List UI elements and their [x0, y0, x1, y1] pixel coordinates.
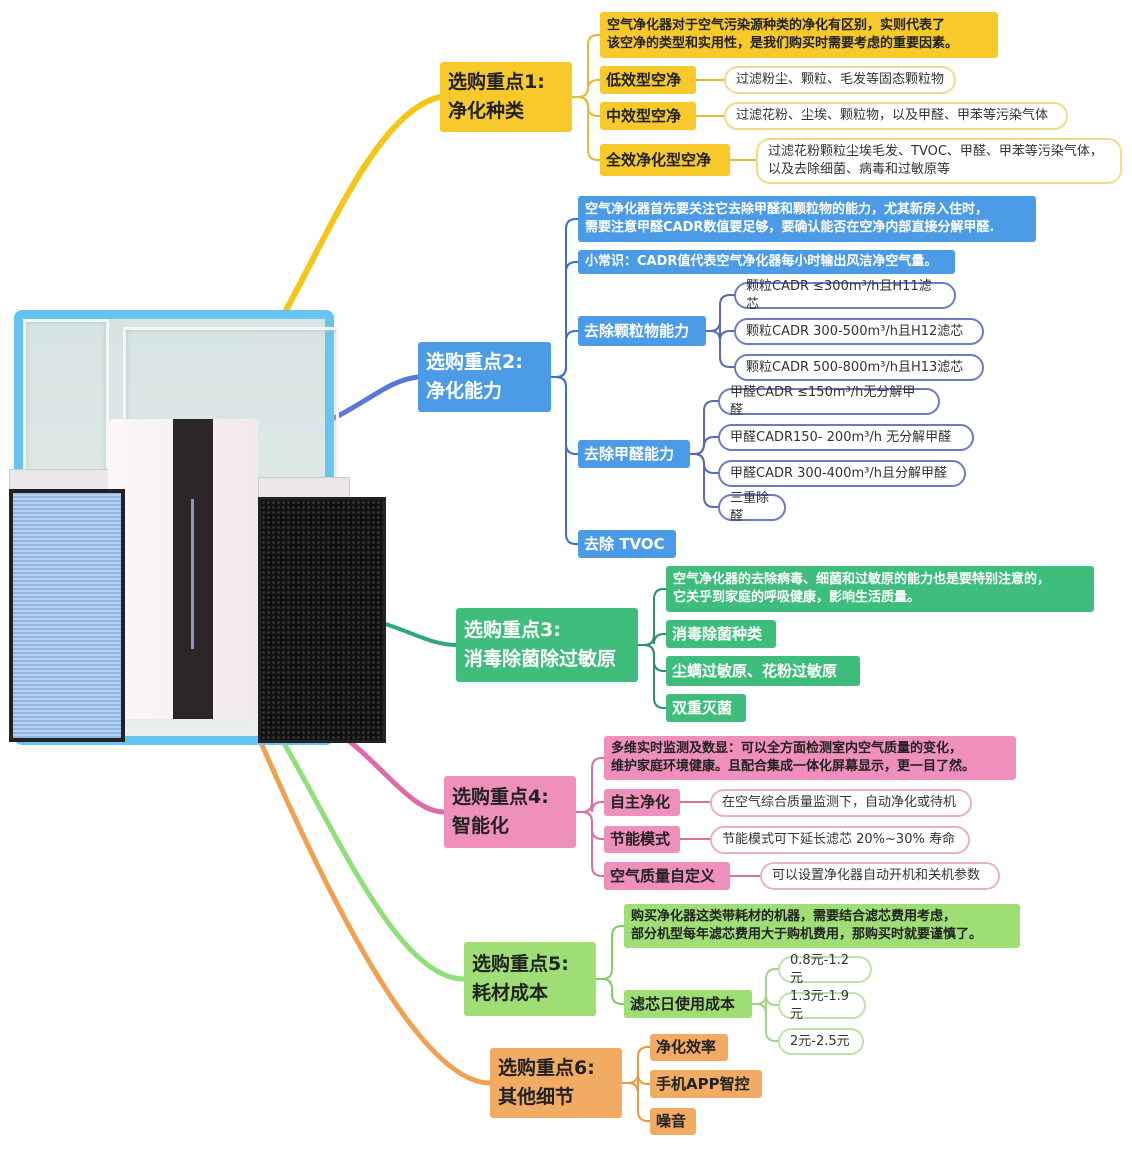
formaldehyde-fan: [689, 436, 719, 455]
branch-4-detail: 在空气综合质量监测下，自动净化或待机: [710, 789, 972, 817]
branch-2-fan: [550, 218, 579, 378]
branch-4-detail: 节能模式可下延长滤芯 20%~30% 寿命: [710, 826, 970, 854]
branch-5-description: 购买净化器这类带耗材的机器，需要结合滤芯费用考虑， 部分机型每年滤芯费用大于购机…: [624, 904, 1020, 948]
branch-4-detail: 可以设置净化器自动开机和关机参数: [760, 862, 1000, 890]
particle-detail: 颗粒CADR 500-800m³/h且H13滤芯: [734, 354, 984, 381]
branch-1-fan: [571, 34, 601, 98]
formaldehyde-fan: [689, 453, 719, 508]
branch-1-item: 低效型空净: [600, 66, 696, 94]
branch-1-title: 选购重点1: 净化种类: [440, 62, 572, 132]
branch-5-connector: [282, 742, 467, 982]
branch-4-fan: [575, 757, 605, 813]
particle-fan: [705, 320, 735, 342]
cost-detail: 1.3元-1.9元: [778, 989, 866, 1022]
branch-3-description: 空气净化器的去除病毒、细菌和过敏原的能力也是要特别注意的， 它关乎到家庭的呼吸健…: [666, 566, 1094, 612]
air-purifier-unit: [108, 419, 258, 719]
branch-1-item: 中效型空净: [600, 102, 696, 130]
branch-3-fan: [637, 633, 667, 646]
branch-6-connector: [259, 742, 493, 1086]
particle-detail: 颗粒CADR 300-500m³/h且H12滤芯: [734, 318, 984, 345]
branch-1-fan: [571, 96, 601, 161]
branch-1-detail: 过滤花粉、尘埃、颗粒物，以及甲醛、甲苯等污染气体: [724, 102, 1068, 130]
branch-4-fan: [575, 811, 605, 877]
branch-4-description: 多维实时监测及数显：可以全方面检测室内空气质量的变化， 维护家庭环境健康。且配合…: [604, 736, 1016, 780]
branch-2-description: 空气净化器首先要关注它去除甲醛和颗粒物的能力，尤其新房入住时， 需要注意甲醛CA…: [578, 196, 1036, 242]
hepa-filter: [9, 489, 125, 742]
branch-2-formaldehyde: 去除甲醛能力: [578, 440, 690, 468]
branch-1-fan: [571, 79, 601, 98]
particle-detail: 颗粒CADR ≤300m³/h且H11滤芯: [734, 279, 956, 312]
branch-2-tvoc: 去除 TVOC: [578, 530, 676, 558]
branch-5-cost: 滤芯日使用成本: [624, 990, 752, 1018]
branch-4-title: 选购重点4: 智能化: [444, 776, 576, 848]
branch-6-fan: [621, 1082, 651, 1122]
branch-3-item: 双重灭菌: [666, 694, 746, 722]
branch-6-title: 选购重点6: 其他细节: [490, 1048, 622, 1118]
cost-detail: 0.8元-1.2元: [778, 953, 872, 986]
branch-2-fan: [550, 261, 579, 378]
branch-1-connector: [282, 94, 443, 315]
branch-4-fan: [575, 801, 605, 813]
branch-2-title: 选购重点2: 净化能力: [418, 342, 551, 412]
particle-fan: [705, 330, 735, 368]
carbon-filter: [258, 497, 386, 743]
cost-fan: [751, 1003, 779, 1042]
formaldehyde-detail: 甲醛CADR 300-400m³/h且分解甲醛: [718, 460, 966, 487]
branch-3-item: 消毒除菌种类: [666, 620, 776, 648]
formaldehyde-detail: 甲醛CADR ≤150m³/h无分解甲醛: [718, 385, 940, 418]
branch-4-item: 空气质量自定义: [604, 862, 730, 890]
branch-1-detail: 过滤粉尘、颗粒、毛发等固态颗粒物: [724, 66, 956, 94]
branch-3-title: 选购重点3: 消毒除菌除过敏原: [456, 608, 638, 682]
formaldehyde-detail: 甲醛CADR150- 200m³/h 无分解甲醛: [718, 424, 974, 451]
branch-6-item: 噪音: [650, 1108, 696, 1135]
formaldehyde-detail: 三重除醛: [718, 491, 786, 524]
branch-2-connector: [331, 374, 421, 421]
branch-1-detail: 过滤花粉颗粒尘埃毛发、TVOC、甲醛、甲苯等污染气体， 以及去除细菌、病毒和过敏…: [756, 138, 1122, 184]
branch-4-item: 节能模式: [604, 826, 680, 853]
branch-2-fan: [550, 330, 579, 378]
cost-detail: 2元-2.5元: [778, 1028, 864, 1055]
branch-1-description: 空气净化器对于空气污染源种类的净化有区别，实则代表了 该空净的类型和实用性，是我…: [600, 12, 998, 58]
branch-4-item: 自主净化: [604, 789, 680, 816]
branch-2-fan: [550, 376, 579, 545]
branch-3-item: 尘螨过敏原、花粉过敏原: [666, 656, 860, 686]
branch-6-fan: [621, 1046, 651, 1084]
branch-6-item: 手机APP智控: [650, 1070, 762, 1098]
branch-5-fan: [595, 978, 625, 1005]
branch-5-fan: [595, 925, 625, 980]
branch-2-particle: 去除颗粒物能力: [578, 316, 706, 346]
air-purifier-photo: [9, 310, 386, 745]
branch-3-fan: [637, 644, 667, 709]
branch-3-fan: [637, 588, 667, 646]
branch-5-title: 选购重点5: 耗材成本: [464, 942, 596, 1016]
branch-2-fan: [550, 376, 579, 455]
cost-fan: [751, 968, 779, 1005]
branch-6-item: 净化效率: [650, 1034, 728, 1061]
branch-1-item: 全效净化型空净: [600, 144, 730, 176]
branch-2-tip: 小常识：CADR值代表空气净化器每小时输出风洁净空气量。: [578, 250, 955, 274]
